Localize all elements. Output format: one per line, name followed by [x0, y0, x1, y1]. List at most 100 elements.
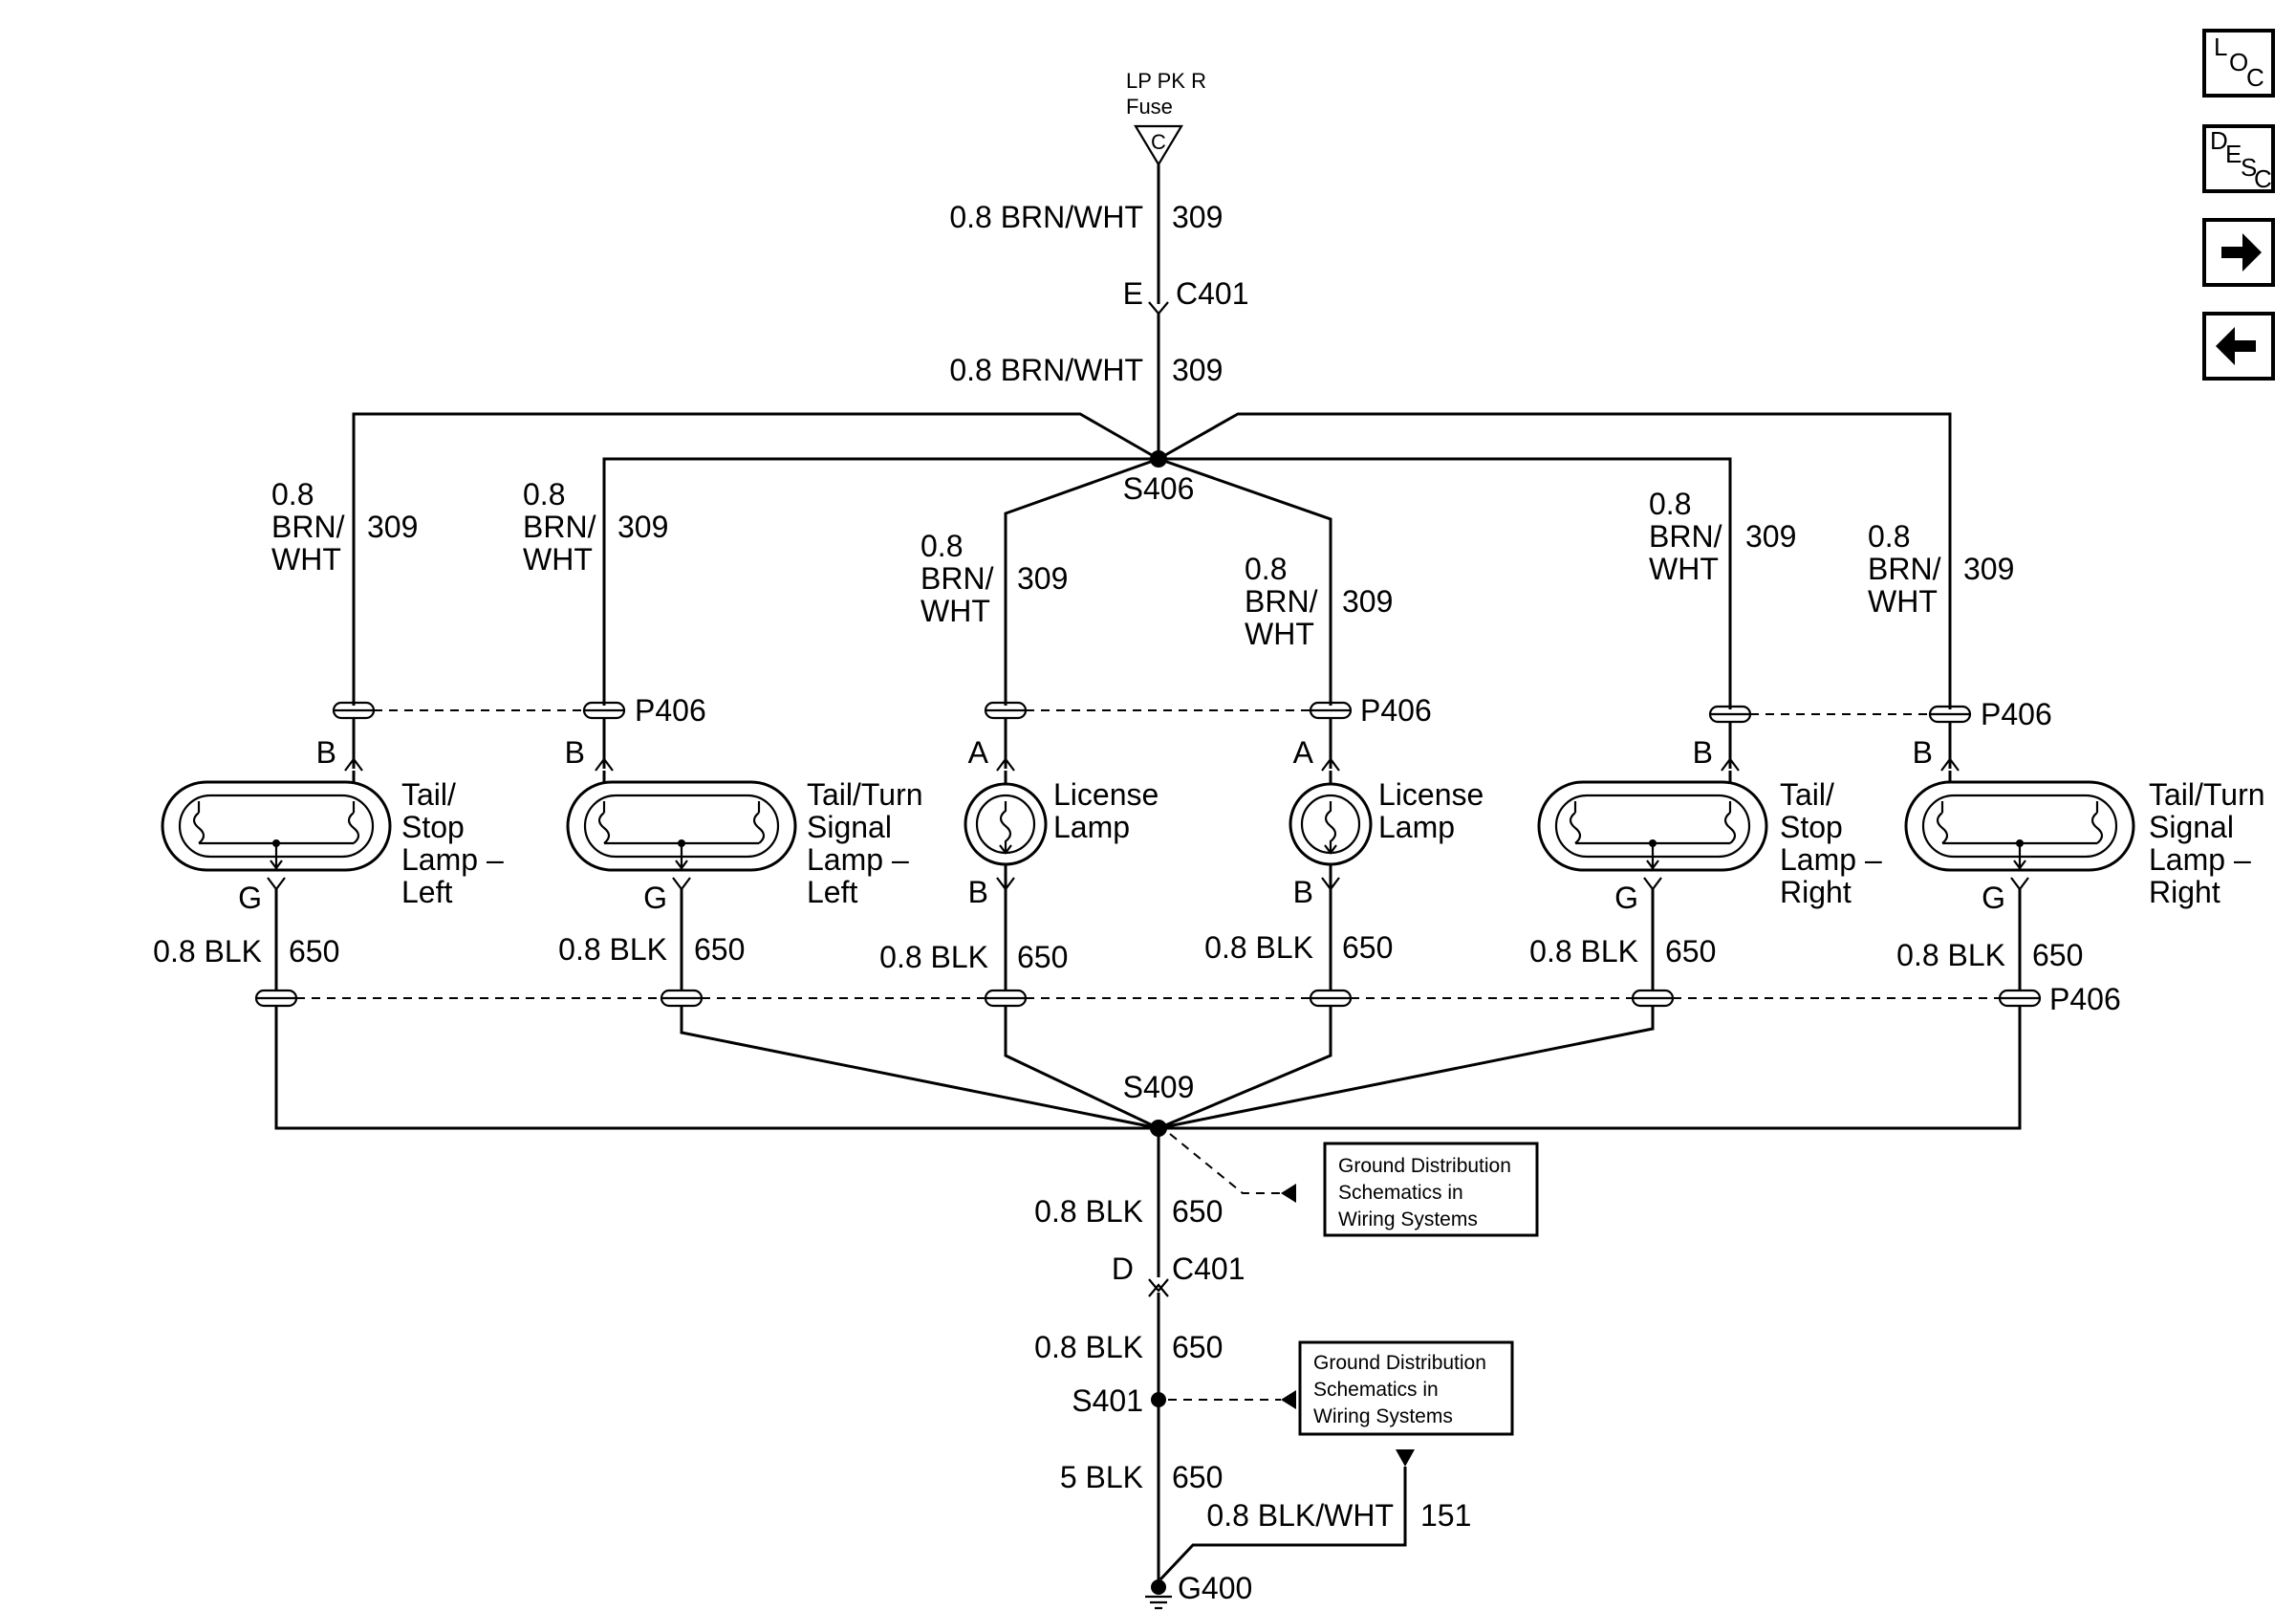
lamp1-name: Tail/ Stop Lamp – Left — [401, 777, 504, 909]
gnd-wire3-circuit: 650 — [1172, 1460, 1223, 1494]
lamp6-out-pin: G — [1982, 881, 2005, 915]
lamp5-name: Tail/ Stop Lamp – Right — [1780, 777, 1882, 909]
arrow-left-icon — [2216, 327, 2256, 365]
gnd-branch2-circuit: 650 — [694, 932, 745, 967]
gnd-branch1-gauge: 0.8 BLK — [153, 934, 262, 969]
gnd-branch1-circuit: 650 — [289, 934, 339, 969]
svg-text:Stop: Stop — [1780, 810, 1843, 844]
svg-text:S: S — [2241, 153, 2257, 182]
description-button[interactable]: D E S C — [2202, 124, 2275, 193]
p406-label-3: P406 — [1981, 697, 2052, 731]
gnd-wire2-gauge: 0.8 BLK — [1034, 1330, 1143, 1364]
svg-text:C: C — [2246, 63, 2264, 92]
lamp1-in-pin: B — [316, 735, 336, 770]
svg-text:O: O — [2229, 48, 2248, 76]
lamp3-out-pin: B — [968, 875, 988, 909]
splice-s401-label: S401 — [1072, 1383, 1143, 1418]
ground-distribution-ref-box-1[interactable]: Ground Distribution Schematics in Wiring… — [1323, 1142, 1539, 1237]
gnd-wire4-gauge: 0.8 BLK/WHT — [1206, 1498, 1394, 1533]
lamp-tail-turn-signal-right — [1904, 771, 2135, 872]
lamp3-in-pin: A — [968, 735, 989, 770]
svg-text:Ground Distribution: Ground Distribution — [1338, 1155, 1511, 1177]
svg-text:E: E — [2225, 140, 2242, 168]
svg-text:Lamp –: Lamp – — [2149, 842, 2251, 877]
svg-text:D: D — [2210, 126, 2228, 155]
c401-bottom-pin: D — [1112, 1252, 1134, 1286]
svg-text:Stop: Stop — [401, 810, 465, 844]
ground-distribution-ref-box-2[interactable]: Ground Distribution Schematics in Wiring… — [1298, 1340, 1514, 1436]
ground-symbol-icon — [1145, 1595, 1172, 1610]
svg-text:Lamp –: Lamp – — [401, 842, 504, 877]
svg-text:309: 309 — [1963, 552, 2014, 586]
splice-s406-label: S406 — [1123, 471, 1195, 506]
svg-text:Tail/: Tail/ — [1780, 777, 1834, 812]
lamp3-name: License Lamp — [1053, 777, 1159, 844]
svg-text:L: L — [2214, 33, 2227, 61]
p406-label-2: P406 — [1360, 693, 1432, 728]
lamp2-out-pin: G — [643, 881, 667, 915]
gnd-wire1-circuit: 650 — [1172, 1194, 1223, 1229]
location-button[interactable]: L O C — [2202, 29, 2275, 98]
gnd-branch5-circuit: 650 — [1665, 934, 1716, 969]
branch-label-4: 0.8 BRN/ WHT 309 — [1245, 552, 1393, 651]
c401-top-label: C401 — [1176, 276, 1249, 311]
svg-text:0.8: 0.8 — [271, 477, 314, 512]
branch-label-5: 0.8 BRN/ WHT 309 — [1649, 487, 1796, 586]
svg-text:309: 309 — [367, 510, 418, 544]
lamp5-out-pin: G — [1614, 881, 1638, 915]
svg-text:BRN/: BRN/ — [1649, 519, 1722, 554]
gnd-branch4-gauge: 0.8 BLK — [1204, 930, 1313, 965]
lamp2-in-pin: B — [565, 735, 585, 770]
svg-text:Wiring Systems: Wiring Systems — [1338, 1208, 1478, 1230]
svg-text:License: License — [1378, 777, 1484, 812]
branch-label-6: 0.8 BRN/ WHT 309 — [1868, 519, 2014, 619]
top-wire-gauge: 0.8 BRN/WHT — [949, 200, 1143, 234]
gnd-wire4-circuit: 151 — [1420, 1498, 1471, 1533]
svg-text:Signal: Signal — [807, 810, 892, 844]
svg-text:C: C — [2254, 164, 2272, 193]
svg-text:0.8: 0.8 — [1649, 487, 1691, 521]
lamp-tail-turn-signal-left — [566, 771, 797, 872]
lamp-license-1 — [964, 771, 1048, 872]
lamp4-out-pin: B — [1293, 875, 1313, 909]
svg-text:0.8: 0.8 — [921, 529, 963, 563]
previous-page-button[interactable] — [2202, 312, 2275, 381]
mid-wire-circuit: 309 — [1172, 353, 1223, 387]
p406-label-1: P406 — [635, 693, 706, 728]
svg-text:WHT: WHT — [1245, 617, 1314, 651]
gnd-wire2-circuit: 650 — [1172, 1330, 1223, 1364]
svg-text:309: 309 — [617, 510, 668, 544]
ground-g400-label: G400 — [1178, 1571, 1252, 1605]
lamp5-in-pin: B — [1693, 735, 1713, 770]
svg-text:Lamp –: Lamp – — [1780, 842, 1882, 877]
arrow-right-icon — [2221, 233, 2262, 272]
gnd-branch2-gauge: 0.8 BLK — [558, 932, 667, 967]
splice-s401-dot — [1151, 1392, 1166, 1407]
svg-text:WHT: WHT — [271, 542, 341, 577]
svg-text:Signal: Signal — [2149, 810, 2234, 844]
svg-text:0.8: 0.8 — [1245, 552, 1287, 586]
svg-text:0.8: 0.8 — [1868, 519, 1910, 554]
fuse-terminal-symbol — [1134, 124, 1183, 167]
svg-text:License: License — [1053, 777, 1159, 812]
svg-text:Wiring Systems: Wiring Systems — [1313, 1405, 1453, 1427]
svg-text:WHT: WHT — [1649, 552, 1719, 586]
next-page-button[interactable] — [2202, 218, 2275, 287]
branch-label-3: 0.8 BRN/ WHT 309 — [921, 529, 1068, 628]
svg-text:0.8: 0.8 — [523, 477, 565, 512]
lamp-tail-stop-left — [161, 771, 392, 872]
svg-text:Schematics in: Schematics in — [1313, 1379, 1439, 1401]
fuse-terminal-letter: C — [1151, 130, 1166, 154]
p406-label-4: P406 — [2049, 982, 2121, 1016]
svg-text:Lamp –: Lamp – — [807, 842, 909, 877]
lamp6-in-pin: B — [1913, 735, 1933, 770]
gnd-branch6-circuit: 650 — [2032, 938, 2083, 972]
svg-text:Left: Left — [401, 875, 452, 909]
lamp4-name: License Lamp — [1378, 777, 1484, 844]
svg-text:Tail/Turn: Tail/Turn — [2149, 777, 2265, 812]
gnd-branch6-gauge: 0.8 BLK — [1896, 938, 2005, 972]
svg-text:BRN/: BRN/ — [523, 510, 596, 544]
svg-text:309: 309 — [1745, 519, 1796, 554]
gnd-branch5-gauge: 0.8 BLK — [1529, 934, 1638, 969]
